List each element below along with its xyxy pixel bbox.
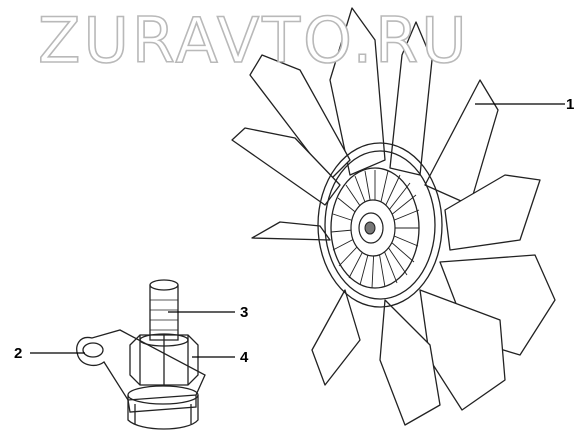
callout-3: 3: [240, 304, 248, 321]
leader-lines: [30, 103, 565, 358]
nut: [129, 333, 199, 386]
callout-2: 2: [14, 345, 22, 362]
viscous-clutch: [330, 167, 420, 289]
bolt: [149, 279, 179, 341]
washer: [127, 385, 199, 430]
callout-4: 4: [240, 349, 249, 366]
fan-blades: [231, 7, 556, 426]
fan-ring: [317, 142, 443, 308]
bracket: [76, 329, 206, 413]
watermark: ZURAVTO.RU: [38, 4, 470, 77]
callout-1: 1: [566, 96, 574, 113]
